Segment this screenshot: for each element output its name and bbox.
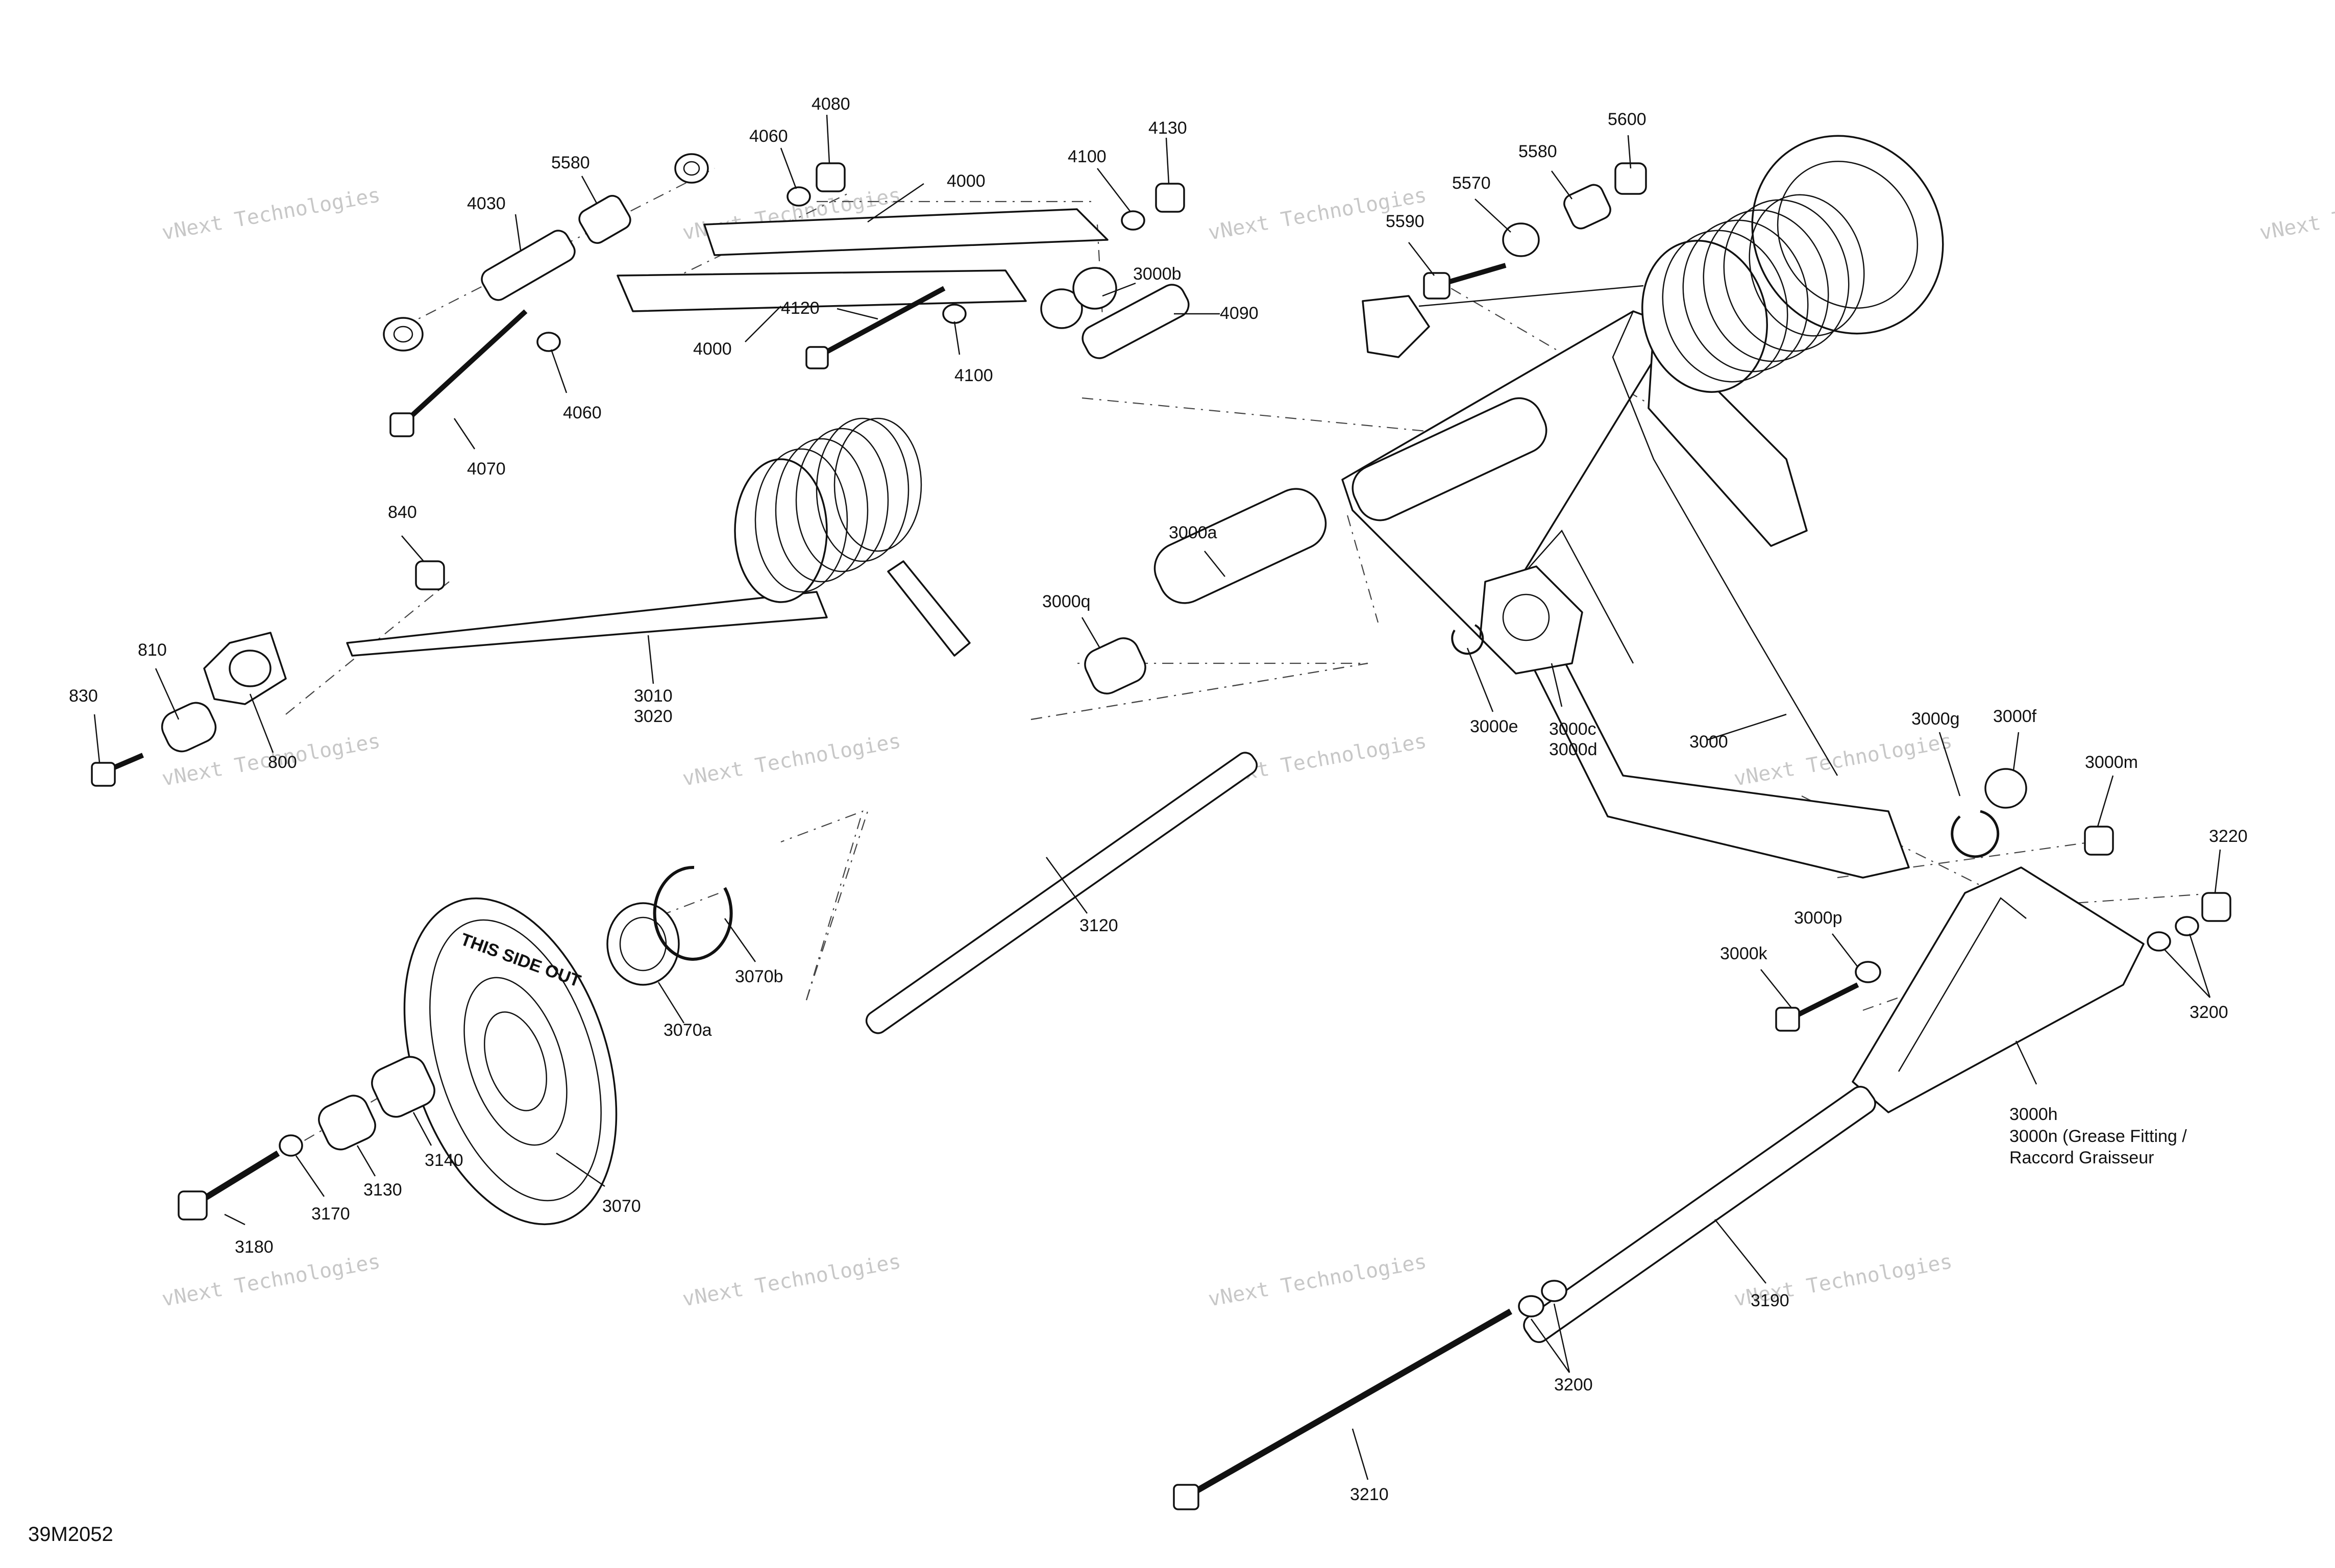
label-4080: 4080 (812, 94, 850, 114)
label-3200: 3200 (1554, 1375, 1593, 1395)
label-3000k: 3000k (1720, 944, 1768, 963)
label-3130: 3130 (363, 1180, 402, 1200)
watermark-text: vNext Technologies (160, 183, 382, 245)
label-4070: 4070 (467, 459, 506, 479)
label-4090: 4090 (1220, 304, 1259, 323)
watermark-text: vNext Technologies (2258, 183, 2335, 245)
label-810: 810 (138, 640, 167, 660)
label-4130: 4130 (1148, 118, 1187, 138)
label-3000a: 3000a (1169, 523, 1217, 542)
label-3220: 3220 (2209, 827, 2248, 846)
label-4030: 4030 (467, 194, 506, 213)
label-3000q: 3000q (1042, 592, 1091, 611)
label-4060: 4060 (749, 127, 788, 146)
watermark-text: vNext Technologies (160, 1250, 382, 1311)
label-4000: 4000 (693, 339, 732, 359)
upper-spring-coils (1641, 194, 1865, 393)
label-3000g: 3000g (1911, 709, 1960, 729)
diagram-code: 39M2052 (28, 1523, 113, 1546)
label-3000d: 3000d (1549, 740, 1597, 759)
label-3070a: 3070a (663, 1021, 712, 1040)
label-5580: 5580 (1518, 142, 1557, 161)
label-3010: 3010 (634, 686, 673, 706)
label-3000p: 3000p (1794, 908, 1842, 928)
label-4120: 4120 (781, 298, 820, 318)
torsion-spring (346, 417, 971, 657)
label-4000: 4000 (947, 171, 986, 191)
label-5570: 5570 (1452, 173, 1491, 193)
label-3140: 3140 (425, 1151, 463, 1170)
label-3000m: 3000m (2085, 753, 2138, 772)
label-3190: 3190 (1751, 1291, 1789, 1310)
part-labels: 4080 4130 4060 4100 5580 4000 4030 3000b… (69, 94, 2248, 1504)
label-3000h: 3000h (2009, 1105, 2058, 1124)
label-3000e: 3000e (1470, 717, 1518, 736)
label-3200: 3200 (2190, 1003, 2228, 1022)
label-3000b: 3000b (1133, 264, 1182, 284)
label-840: 840 (388, 503, 417, 522)
label-800: 800 (268, 753, 297, 772)
label-3180: 3180 (235, 1237, 274, 1257)
label-4100: 4100 (1068, 147, 1107, 166)
label-3000f: 3000f (1993, 707, 2037, 726)
watermark-text: vNext Technologies (681, 729, 903, 791)
label-5590: 5590 (1386, 212, 1424, 231)
label-4100: 4100 (954, 366, 993, 385)
label-3020: 3020 (634, 707, 673, 726)
watermark-text: vNext Technologies (1732, 729, 1954, 791)
label-3120: 3120 (1079, 916, 1118, 935)
label-3000n-cont: Raccord Graisseur (2009, 1148, 2154, 1167)
watermark-text: vNext Technologies (1207, 1250, 1429, 1311)
label-5600: 5600 (1608, 110, 1646, 129)
label-5580: 5580 (551, 153, 590, 172)
watermark-text: vNext Technologies (681, 1250, 903, 1311)
label-830: 830 (69, 686, 98, 706)
label-4060: 4060 (563, 403, 602, 422)
label-3210: 3210 (1350, 1485, 1389, 1504)
label-3070: 3070 (602, 1197, 641, 1216)
label-3070b: 3070b (735, 967, 783, 986)
label-3000n: 3000n (Grease Fitting / (2009, 1127, 2187, 1146)
label-3170: 3170 (311, 1204, 350, 1224)
label-3000c: 3000c (1549, 719, 1596, 739)
label-3000: 3000 (1689, 732, 1728, 752)
leader-lines (93, 114, 2221, 1480)
part-shapes: THIS SIDE OUT (91, 135, 2231, 1510)
